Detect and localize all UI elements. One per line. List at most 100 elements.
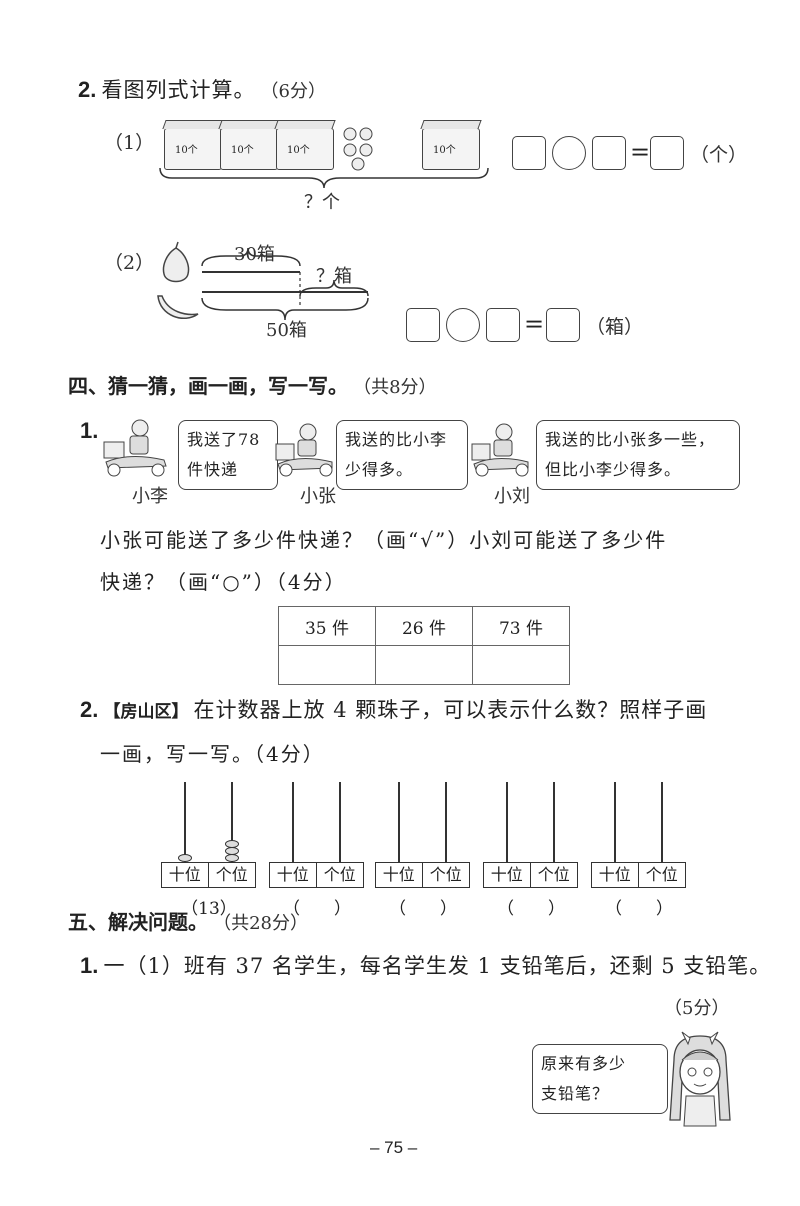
abacus-example: 十位个位 （13） (160, 782, 256, 919)
option-label: 73 件 (472, 606, 570, 646)
question-text: 在计数器上放 4 颗珠子，可以表示什么数？照样子画 (193, 698, 708, 722)
answer-box[interactable] (592, 136, 626, 170)
equals-sign: = (630, 138, 651, 166)
tens-rod (184, 782, 186, 862)
question-line: 1. 一（1）班有 37 名学生，每名学生发 1 支铅笔后，还剩 5 支铅笔。 (80, 950, 771, 980)
option-label: 35 件 (278, 606, 376, 646)
crate-label: 10个 (433, 145, 456, 156)
speech-line: 我送了78 (187, 430, 261, 449)
answer-blank[interactable]: （ ） (283, 899, 351, 919)
option-mark-cell[interactable] (278, 645, 376, 685)
region-tag: 【房山区】 (103, 702, 189, 722)
pear-icon (162, 241, 190, 283)
ones-label: 个位 (421, 862, 470, 888)
operator-circle[interactable] (446, 308, 480, 342)
tens-label: 十位 (268, 862, 317, 888)
speech-line: 但比小李少得多。 (545, 460, 682, 479)
banana-icon (157, 295, 199, 319)
tens-label: 十位 (160, 862, 209, 888)
abacus-blank[interactable]: 十位个位 （ ） (374, 782, 470, 919)
question-number: 2. (80, 697, 99, 722)
person-name: 小刘 (494, 486, 530, 507)
ones-label: 个位 (637, 862, 686, 888)
tens-rod (614, 782, 616, 862)
tens-label: 十位 (590, 862, 639, 888)
ones-rod (339, 782, 341, 862)
speech-bubble: 原来有多少 支铅笔？ (532, 1044, 668, 1114)
answer-box[interactable] (486, 308, 520, 342)
ones-rod (231, 782, 233, 862)
equals-sign: = (524, 310, 545, 338)
speech-line: 少得多。 (345, 460, 414, 479)
brace-label: ？个 (304, 192, 340, 213)
ones-rod (553, 782, 555, 862)
bottom-label: 50箱 (266, 320, 307, 341)
tens-label: 十位 (374, 862, 423, 888)
tens-rod (398, 782, 400, 862)
abacus-blank[interactable]: 十位个位 （ ） (590, 782, 686, 919)
operator-circle[interactable] (552, 136, 586, 170)
abacus-blank[interactable]: 十位个位 （ ） (482, 782, 578, 919)
question-heading: 2. 【房山区】 在计数器上放 4 颗珠子，可以表示什么数？照样子画 (80, 694, 707, 724)
tens-rod (506, 782, 508, 862)
crate-illustration: 10个 (220, 128, 278, 170)
speech-bubble: 我送的比小张多一些， 但比小李少得多。 (536, 420, 740, 490)
person-name: 小李 (132, 486, 168, 507)
crate-label: 10个 (175, 145, 198, 156)
abacus-blank[interactable]: 十位个位 （ ） (268, 782, 364, 919)
question-text: 小张可能送了多少件快递？（画“√”）小刘可能送了多少件 (100, 528, 668, 552)
question-text: 一（1）班有 37 名学生，每名学生发 1 支铅笔后，还剩 5 支铅笔。 (103, 954, 772, 978)
courier-scooter-illustration (471, 423, 529, 477)
speech-line: 件快递 (187, 460, 239, 479)
question-text: 一画，写一写。（4分） (100, 742, 325, 766)
answer-box[interactable] (406, 308, 440, 342)
question-number: 1. (80, 418, 99, 443)
question-number: 2. (78, 77, 97, 102)
speech-line: 我送的比小张多一些， (545, 430, 716, 449)
ones-rod (445, 782, 447, 862)
top-label: 30箱 (234, 244, 275, 265)
crate-illustration: 10个 (422, 128, 480, 170)
tens-label: 十位 (482, 862, 531, 888)
apples-illustration (343, 127, 373, 171)
section-title: 四、猜一猜，画一画，写一写。 (68, 374, 348, 398)
ones-rod (661, 782, 663, 862)
bar-diagram (201, 247, 369, 321)
option-mark-cell[interactable] (472, 645, 570, 685)
section-score: （共28分） (213, 913, 308, 934)
bead (225, 847, 239, 855)
courier-scooter-illustration (275, 423, 333, 477)
question-text: 快递？（画“○”）（4分） (100, 570, 347, 594)
ones-label: 个位 (207, 862, 256, 888)
section-title: 五、解决问题。 (68, 910, 208, 934)
part2-label: （2） (104, 252, 155, 274)
speech-bubble: 我送的比小李 少得多。 (336, 420, 468, 490)
result-box[interactable] (650, 136, 684, 170)
question-title: 看图列式计算。 (101, 78, 256, 102)
person-name: 小张 (300, 486, 336, 507)
crate-label: 10个 (287, 145, 310, 156)
example-answer: （13） (181, 899, 237, 919)
answer-box[interactable] (512, 136, 546, 170)
option-mark-cell[interactable] (375, 645, 473, 685)
brace (159, 167, 489, 189)
unit-label: （箱） (586, 316, 644, 338)
courier-scooter-illustration (103, 419, 167, 477)
question-score: （6分） (260, 81, 326, 102)
bead (225, 840, 239, 848)
ones-label: 个位 (529, 862, 578, 888)
option-label: 26 件 (375, 606, 473, 646)
answer-blank[interactable]: （ ） (389, 899, 457, 919)
options-table: 35 件 26 件 73 件 (278, 606, 570, 685)
part1-label: （1） (104, 132, 155, 154)
section4-heading: 四、猜一猜，画一画，写一写。 （共8分） (68, 370, 437, 399)
section5-heading: 五、解决问题。 （共28分） (68, 906, 308, 935)
bead (178, 854, 192, 862)
bead (225, 854, 239, 862)
result-box[interactable] (546, 308, 580, 342)
answer-blank[interactable]: （ ） (497, 899, 565, 919)
speech-line: 原来有多少 (541, 1054, 627, 1073)
answer-blank[interactable]: （ ） (605, 899, 673, 919)
question-score: （5分） (664, 998, 730, 1019)
speech-line: 支铅笔？ (541, 1084, 610, 1103)
